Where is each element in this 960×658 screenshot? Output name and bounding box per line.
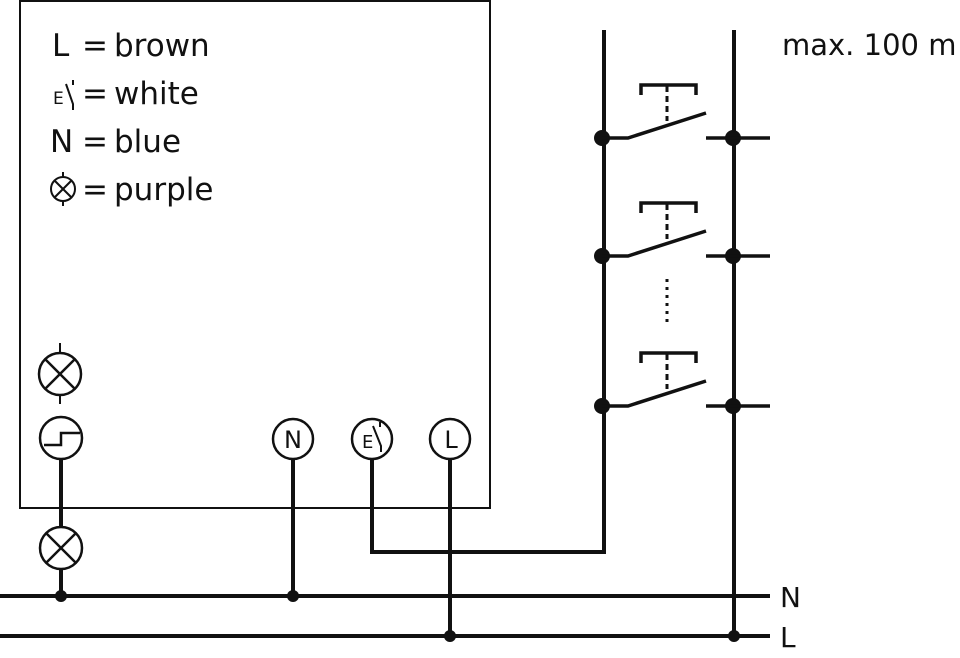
- neutral-bus-label: N: [780, 581, 801, 614]
- push-actuator: [639, 83, 698, 95]
- legend-eq: =: [82, 76, 108, 112]
- lamp-icon: [38, 525, 84, 571]
- legend-purple: purple: [114, 172, 213, 208]
- pushbutton-switch: [594, 83, 770, 146]
- step-relay-icon: [38, 415, 84, 461]
- pushbutton-wire: [370, 30, 606, 554]
- legend-l-symbol: L: [52, 28, 70, 64]
- device-housing: [19, 0, 491, 509]
- legend-brown: brown: [114, 28, 210, 64]
- max-length-note: max. 100 m: [782, 28, 956, 62]
- legend: L = brown E = white N = blue = purple: [50, 28, 213, 208]
- pushbutton-switch: [594, 201, 770, 264]
- terminal-n: N: [271, 417, 315, 461]
- switch-contact: [602, 229, 707, 258]
- terminal-l: L: [428, 417, 472, 461]
- terminal-pushbutton: E: [350, 417, 394, 461]
- terminal-n-label: N: [284, 426, 302, 454]
- terminal-l-label: L: [444, 426, 458, 454]
- line-bus-label: L: [780, 621, 796, 654]
- legend-n-symbol: N: [50, 124, 73, 160]
- legend-blue: blue: [114, 124, 181, 160]
- switch-contact: [602, 379, 707, 408]
- lamp-icon: [50, 172, 76, 206]
- legend-white: white: [114, 76, 199, 112]
- pushbutton-switch: [594, 351, 770, 414]
- legend-eq: =: [82, 28, 108, 64]
- push-actuator: [639, 351, 698, 363]
- junction-dot: [287, 590, 299, 602]
- pushbutton-input-icon: E: [53, 80, 74, 110]
- lamp-icon: [37, 343, 83, 404]
- svg-text:E: E: [362, 432, 373, 453]
- legend-eq: =: [82, 172, 108, 208]
- legend-eq: =: [82, 124, 108, 160]
- switch-contact: [602, 111, 707, 140]
- pushbutton-group: [594, 83, 770, 414]
- junction-dot: [444, 630, 456, 642]
- svg-text:E: E: [53, 89, 64, 109]
- junction-dot: [728, 630, 740, 642]
- junction-dot: [55, 590, 67, 602]
- push-actuator: [639, 201, 698, 213]
